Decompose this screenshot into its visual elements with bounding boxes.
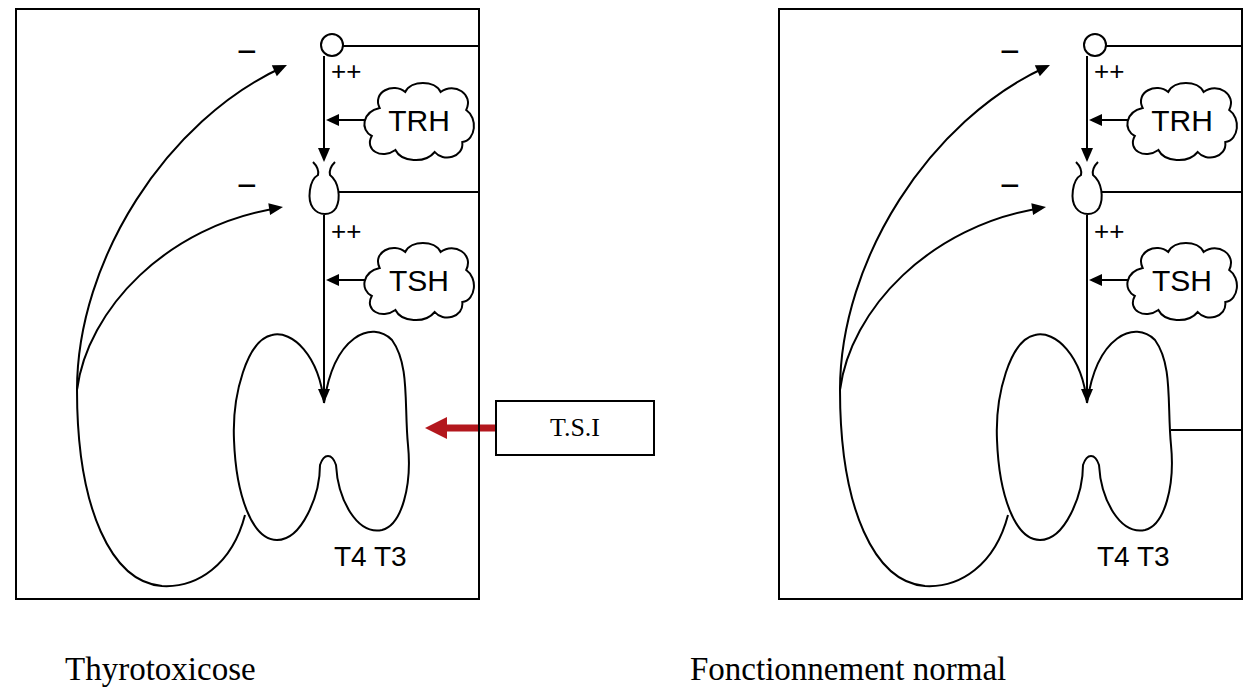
cloud-shape [1127,243,1237,320]
inhibition-sign: − [237,34,257,68]
feedback-drawing [840,34,1241,586]
panel-caption: Fonctionnement normal [690,650,1006,690]
label-anchor: − [1000,34,1020,68]
inhibition-sign: − [237,168,257,202]
label-anchor: ++ [331,58,361,84]
hormone-label: T4 T3 [334,541,407,573]
label-anchor: ++ [1094,218,1124,244]
hormone-cloud: TRH [1123,78,1241,162]
label-anchor: ++ [1094,58,1124,84]
stimulation-sign: ++ [1094,218,1124,244]
thyroid-shape [997,332,1172,540]
feedback-drawing [77,34,478,586]
panel-caption: Thyrotoxicose [65,650,256,690]
panel-frame: ThyrotoxicoseTRHTSHT4 T3 [15,8,480,600]
arrow-head [425,417,447,439]
inhibition-sign: − [1000,34,1020,68]
label-anchor: − [1000,168,1020,202]
stimulation-sign: ++ [1094,58,1124,84]
thyroid-gland: T4 T3 [230,325,425,580]
cloud-shape [364,243,474,320]
leader-line [1171,429,1241,431]
hormone-cloud: TRH [360,78,478,162]
thyroid-shape [234,332,409,540]
label-anchor: − [237,34,257,68]
label-anchor: − [237,168,257,202]
hormone-label: TSH [1152,264,1212,297]
thyroid-gland: T4 T3 [993,325,1188,580]
hormone-label: TRH [388,104,450,137]
stimulation-sign: ++ [331,58,361,84]
arrow-shaft [443,425,495,432]
hormone-label: TSH [389,264,449,297]
hormone-cloud: TSH [1123,238,1241,322]
hormone-cloud: TSH [360,238,478,322]
stimulation-arrow [425,417,495,439]
leader-group [1171,430,1241,431]
panel-frame: Fonctionnement normalTRHTSHT4 T3 [778,8,1243,600]
inhibition-sign: − [1000,168,1020,202]
hormone-label: TRH [1151,104,1213,137]
antibody-label: T.S.I [550,413,600,443]
cloud-shape [364,83,474,160]
hormone-label: T4 T3 [1097,541,1170,573]
cloud-shape [1127,83,1237,160]
label-anchor: ++ [331,218,361,244]
stimulation-sign: ++ [331,218,361,244]
antibody-box: T.S.I [495,400,655,456]
